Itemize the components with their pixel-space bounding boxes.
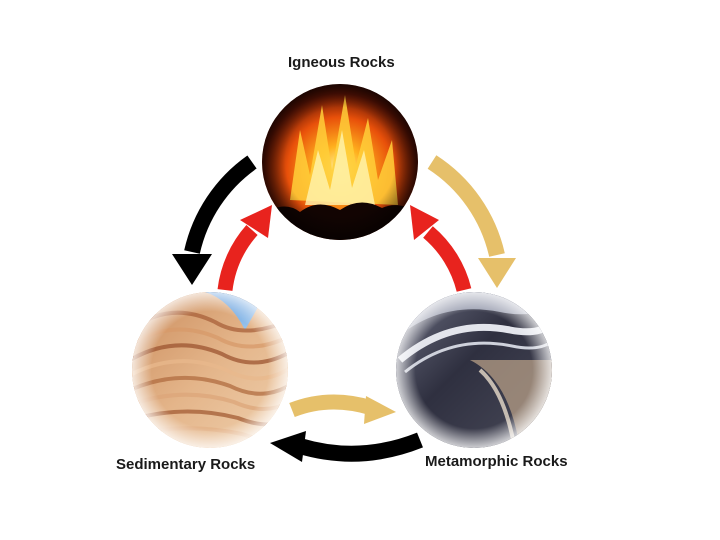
igneous-rock-image — [260, 82, 420, 242]
arrow-igneous-to-metamorphic — [432, 162, 516, 288]
arrow-metamorphic-to-igneous — [410, 205, 464, 290]
arrow-metamorphic-to-sedimentary — [270, 431, 420, 462]
sedimentary-rock-image — [130, 290, 290, 450]
metamorphic-rocks-label: Metamorphic Rocks — [425, 453, 568, 470]
arrow-sedimentary-to-metamorphic — [292, 396, 396, 424]
arrow-igneous-to-sedimentary — [172, 162, 252, 285]
igneous-rocks-label: Igneous Rocks — [288, 54, 395, 71]
arrow-sedimentary-to-igneous — [225, 205, 272, 290]
sedimentary-rocks-label: Sedimentary Rocks — [116, 456, 255, 473]
metamorphic-rock-image — [394, 290, 554, 450]
